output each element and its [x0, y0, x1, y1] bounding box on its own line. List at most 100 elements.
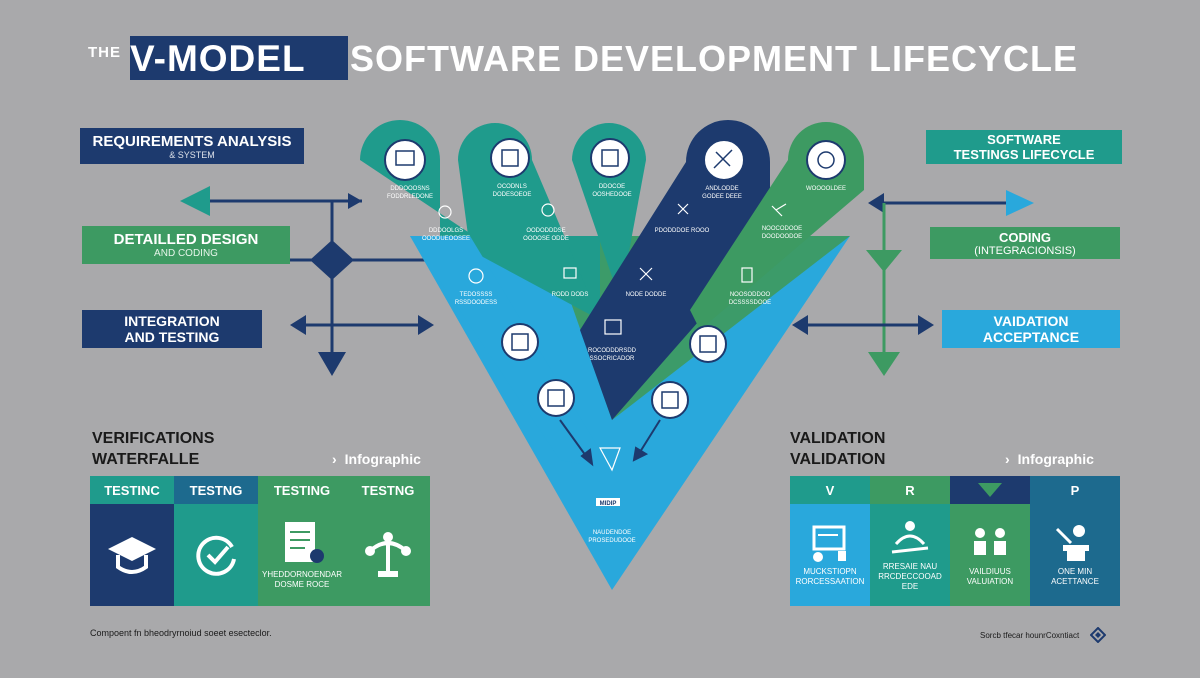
node-circle-2	[490, 138, 530, 178]
node-row2-1-line2: OOODUEOOSEE	[422, 236, 470, 242]
subtitle-left-line2: WATERFALLE	[92, 451, 200, 468]
label-integration-testing: INTEGRATION AND TESTING	[82, 310, 262, 348]
chevron-right-icon: ›	[1005, 451, 1010, 467]
node-tip-3-line1: DDOCOE	[599, 184, 625, 190]
tree-network-icon	[365, 532, 411, 577]
subtitle-right: VALIDATION VALIDATION	[790, 428, 885, 470]
right-arrow-head-mid	[866, 250, 902, 272]
footer-right-text: Sorcb tfecar hounrCoxntiact	[980, 631, 1080, 640]
refresh-check-icon	[196, 535, 236, 576]
page-title: SOFTWARE DEVELOPMENT LIFECYCLE	[350, 38, 1079, 79]
node-tip-5-line1: WOOOOLDEE	[806, 186, 846, 192]
node-tip-4-line1: ANDLODDE	[705, 186, 738, 192]
infographic-link-right[interactable]: ›Infographic	[1005, 451, 1094, 467]
validation-header-4: P	[1030, 476, 1120, 504]
right-arrow-group	[792, 190, 1034, 376]
right-arrow-head-right-bottom	[918, 315, 934, 335]
label-coding-title: CODING	[999, 229, 1051, 245]
subtitle-right-line2: VALIDATION	[790, 451, 886, 468]
node-circle-6	[501, 323, 539, 361]
clipboard-icon	[661, 391, 679, 409]
v-node-captions: DDDOOOSNS FODDRLEDONE OCODNLS DODESOEOE …	[387, 184, 846, 544]
graduation-cap-icon	[108, 537, 156, 574]
right-arrow-head-left-top	[868, 193, 884, 213]
document-icon	[501, 149, 519, 167]
v-internal-arrows	[559, 419, 661, 467]
validation-header-1: V	[790, 476, 870, 504]
diamond-logo-icon	[1090, 627, 1106, 643]
v-node-circles	[384, 138, 846, 419]
right-arrow-head-down	[868, 352, 900, 376]
node-circle-7	[537, 379, 575, 417]
node-row3-3-line1: NODE DODDE	[626, 292, 667, 298]
node-row2-4-line1: NOOCODOOE	[762, 226, 802, 232]
v-finger-navy	[580, 120, 770, 420]
label-detailed-design: DETAILLED DESIGN and CODING	[82, 226, 290, 264]
label-validation-line2: ACCEPTANCE	[982, 329, 1080, 345]
label-integration-line1: INTEGRATION	[124, 313, 220, 329]
chevron-right-icon: ›	[332, 451, 337, 467]
left-arrow-head-left-bottom	[290, 315, 306, 335]
document-icon	[285, 522, 324, 563]
node-circle-9	[651, 381, 689, 419]
verification-header-4: TESTNG	[346, 476, 430, 504]
node-row2-2-line2: OOOOSE ODDE	[523, 236, 569, 242]
verification-header-2: TESTNG	[174, 476, 258, 504]
triangle-down-icon	[978, 483, 1002, 497]
node-row3-1-line2: RSSDOODESS	[455, 300, 497, 306]
verification-header-3: TESTING	[258, 476, 346, 504]
edit-icon	[713, 149, 733, 169]
node-row2-3-line1: PDODDDOE ROOO	[655, 228, 710, 234]
wrench-icon	[677, 203, 689, 215]
bars-icon	[699, 335, 717, 353]
server-icon	[563, 267, 577, 279]
node-circle-3	[590, 138, 630, 178]
grid-icon	[604, 319, 622, 335]
verification-col-4: TESTNG	[346, 476, 430, 606]
node-tip-1-line1: DDDOOOSNS	[390, 186, 429, 192]
label-detailed-design-title: DETAILLED DESIGN	[113, 231, 259, 248]
label-detailed-design-subtitle: and CODING	[154, 248, 218, 259]
team-meeting-icon	[891, 521, 929, 554]
label-software-testing-line1: SOFTWARE	[987, 132, 1061, 147]
validation-header-3	[950, 476, 1030, 504]
node-bottom-line1: NAUDENDOE	[593, 530, 631, 536]
globe-icon	[468, 268, 484, 284]
monitor-icon	[395, 150, 415, 166]
infographic-link-left[interactable]: › Infographic	[332, 451, 421, 467]
people-group-icon	[974, 528, 1006, 555]
label-validation-line1: VAIDATION	[993, 313, 1069, 329]
node-row2-4-line2: DOODOODOE	[762, 234, 802, 240]
left-arrow-head-right-bottom	[418, 315, 434, 335]
shield-icon	[598, 447, 621, 472]
file-icon	[547, 389, 565, 407]
left-arrow-head-teal	[180, 186, 210, 216]
node-bottom-badge: MIDIP	[600, 501, 617, 507]
verification-col-1: TESTINC	[90, 476, 174, 606]
right-arrow-head-left-bottom	[792, 315, 808, 335]
node-row2-1-line1: DDDOOLGS	[429, 228, 463, 234]
verification-col-2: TESTNG	[174, 476, 258, 606]
acceptance-podium-icon	[1055, 525, 1089, 561]
phone-icon	[741, 267, 753, 283]
left-arrow-head-right-top	[348, 193, 362, 209]
label-requirements-subtitle: & SYSTEM	[169, 149, 215, 160]
hammer-icon	[771, 203, 787, 217]
node-row3-4-line2: DCSSSSDOOE	[729, 300, 771, 306]
label-coding: CODING (INTEGRACIONSIS)	[930, 227, 1120, 259]
infographic-left-label: Infographic	[344, 451, 421, 467]
label-integration-line2: AND TESTING	[124, 329, 220, 345]
right-arrow-head-sky	[1006, 190, 1034, 216]
footer-left-text: Compoent fn bheodryrnoiud soeet esectecl…	[90, 628, 272, 638]
